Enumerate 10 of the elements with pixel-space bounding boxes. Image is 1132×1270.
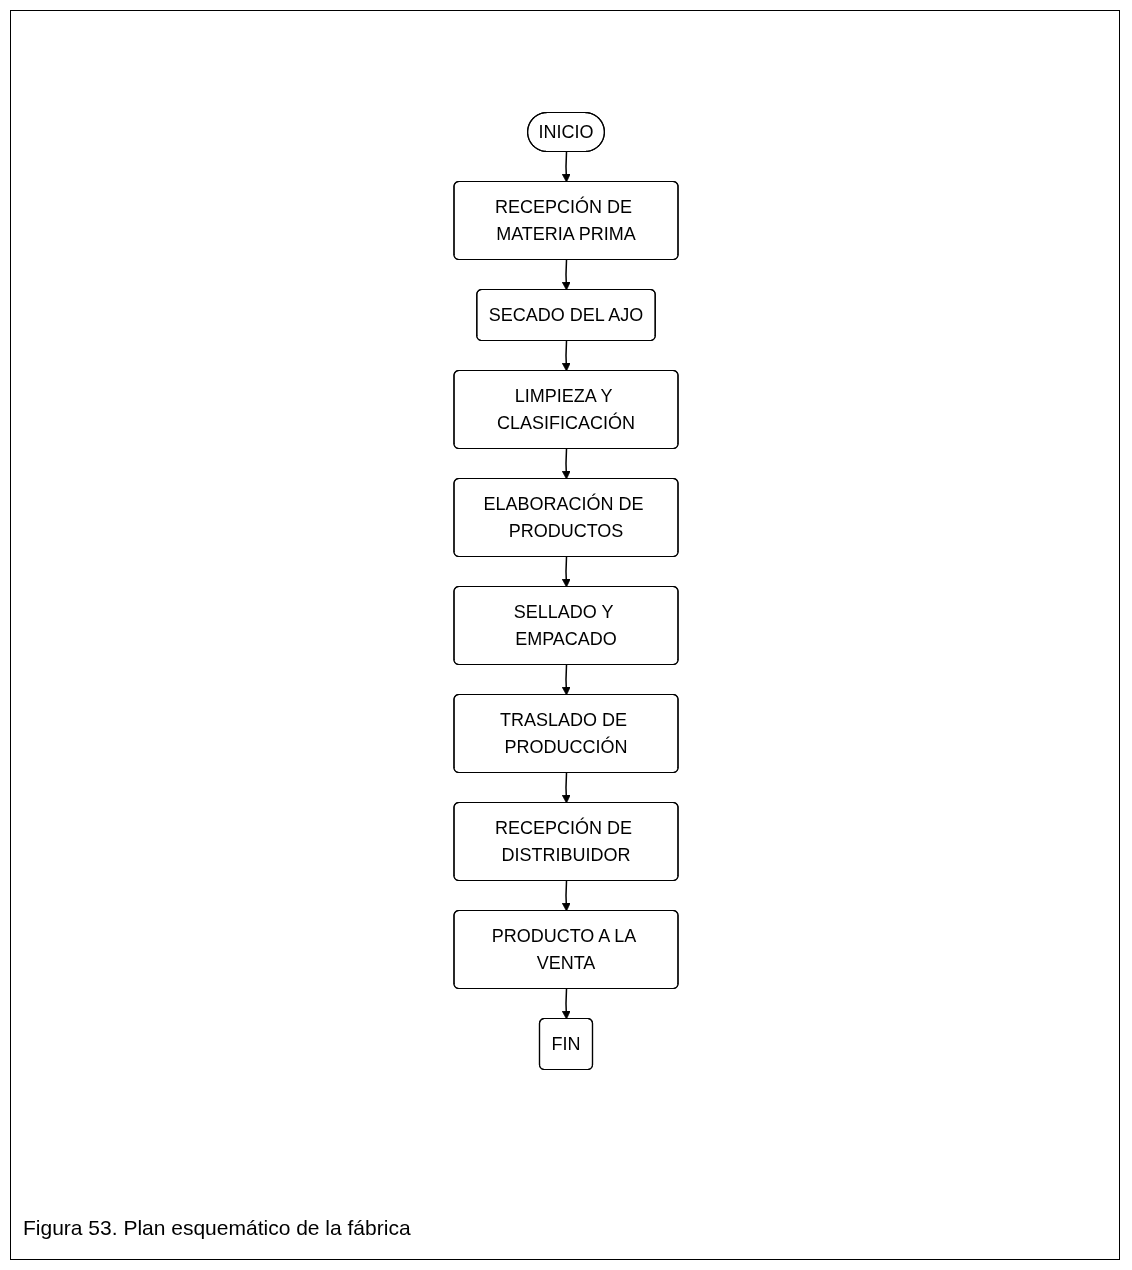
arrow xyxy=(561,259,571,291)
arrow xyxy=(561,556,571,588)
arrow xyxy=(561,772,571,804)
arrow xyxy=(561,151,571,183)
arrow xyxy=(561,448,571,480)
figure-caption: Figura 53. Plan esquemático de la fábrica xyxy=(23,1216,411,1240)
arrow xyxy=(561,880,571,912)
arrow xyxy=(561,340,571,372)
arrow xyxy=(561,664,571,696)
arrow xyxy=(561,988,571,1020)
